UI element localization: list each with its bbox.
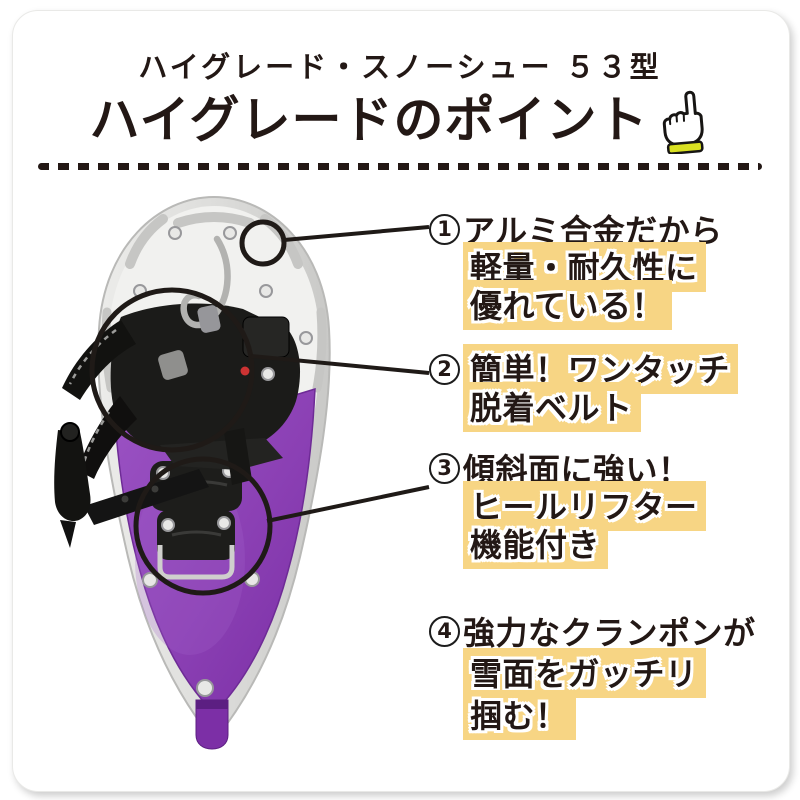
callouts <box>89 219 430 596</box>
callout-line-3 <box>266 485 430 523</box>
pointing-hand-icon <box>655 90 711 158</box>
point-number: 3 <box>429 452 460 484</box>
callout-circle-2 <box>89 287 255 453</box>
page-title: ハイグレードのポイント <box>89 91 649 149</box>
point-line: 強力なクランポンが <box>463 614 756 652</box>
tail-strap <box>195 699 229 750</box>
callout-line-2 <box>250 354 430 375</box>
point-number: 1 <box>429 213 460 245</box>
point-line-highlight: 機能付き <box>463 519 609 569</box>
header-title-row: ハイグレードのポイント <box>0 78 800 155</box>
callout-circle-1 <box>239 219 287 267</box>
dashed-divider <box>38 163 762 170</box>
heel-lifter <box>84 461 242 580</box>
feature-point-2: 2 簡単！ワンタッチ 脱着ベルト <box>429 344 739 432</box>
callout-circle-3 <box>133 456 273 596</box>
point-line-highlight: 優れている！ <box>463 280 673 330</box>
point-line-highlight: 掴む！ <box>463 690 576 740</box>
feature-point-4: 4 強力なクランポンが 雪面をガッチリ 掴む！ <box>429 612 756 740</box>
point-line-highlight: 雪面をガッチリ <box>463 648 706 698</box>
header-subtitle: ハイグレード・スノーシュー ５３型 <box>138 50 662 84</box>
callout-line-1 <box>283 225 430 242</box>
heel-strap <box>84 469 209 525</box>
feature-point-1: 1 アルミ合金だから 軽量・耐久性に 優れている！ <box>429 210 723 330</box>
point-number: 4 <box>429 615 460 647</box>
point-number: 2 <box>429 353 460 385</box>
rivets <box>133 226 313 697</box>
feature-point-3: 3 傾斜面に強い！ ヒールリフター 機能付き <box>429 449 706 569</box>
binding <box>54 235 301 548</box>
point-line-highlight: 脱着ベルト <box>463 382 641 432</box>
heel-lifter-bail <box>157 545 235 580</box>
